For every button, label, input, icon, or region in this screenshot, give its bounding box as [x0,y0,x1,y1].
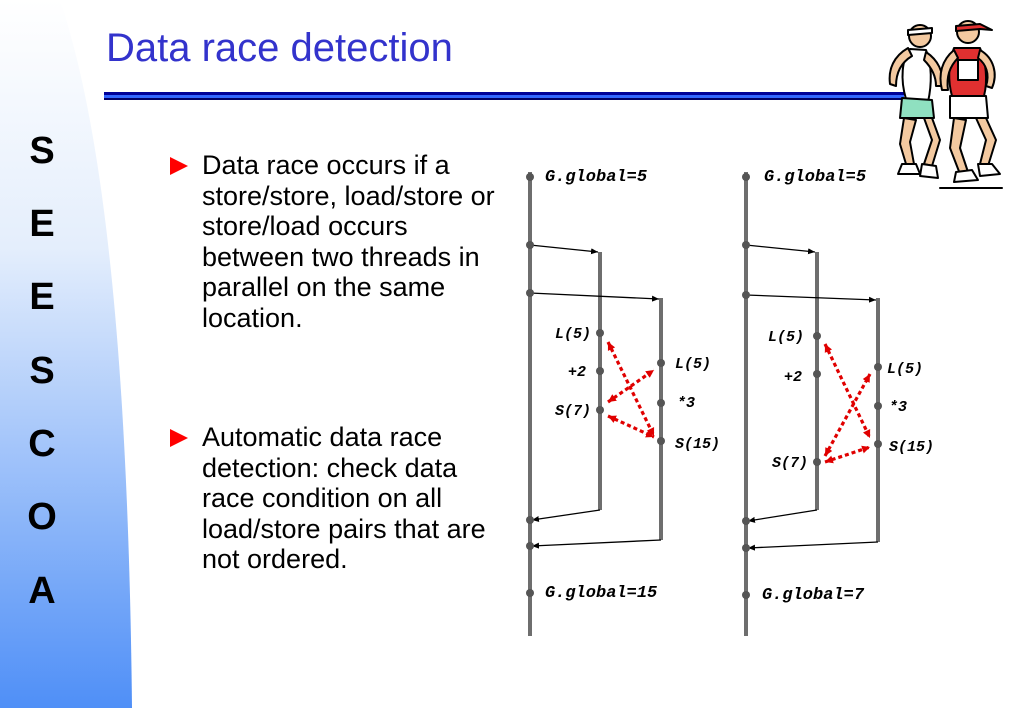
runners-clipart-icon [888,20,1003,189]
op-label: *3 [889,399,907,416]
brand-letter: S [29,130,55,172]
op-label: *3 [677,395,695,412]
fork-arrow [529,292,660,302]
join-arrow [747,541,879,551]
op-label: L(5) [675,356,711,373]
fork-arrow [529,244,599,255]
race-arrow [823,373,872,457]
slide-title: Data race detection [106,26,453,70]
race-arrow [823,343,872,439]
op-label: L(5) [887,361,923,378]
race-arrow [824,445,871,464]
final-value-label: G.global=7 [762,586,865,605]
op-label: +2 [784,369,802,386]
join-arrow [747,509,818,523]
title-underline [104,92,904,100]
op-label: S(15) [675,436,720,453]
race-arrow [607,414,655,439]
bullet-text: Automatic data race detection: check dat… [202,422,486,574]
op-label: L(5) [768,329,804,346]
brand-letter: S [29,350,55,392]
op-label: +2 [568,364,586,381]
bullet-triangle-icon [170,429,188,447]
race-arrow [606,341,656,437]
op-label: S(7) [555,403,591,420]
brand-letter: O [27,496,57,538]
right-diagram: G.global=5 G.global=7 L(5) +2 S(7) L(5) … [742,168,934,636]
join-arrow [531,509,601,522]
left-diagram: G.global=5 G.global=15 L(5) +2 S(7) L(5)… [526,168,720,636]
fork-arrow [745,294,877,303]
fork-arrow [745,244,816,255]
initial-value-label: G.global=5 [764,168,866,187]
bullet-triangle-icon [170,157,188,175]
brand-letter: A [28,570,56,612]
op-label: L(5) [555,326,591,343]
initial-value-label: G.global=5 [545,168,647,187]
op-label: S(15) [889,439,934,456]
brand-letter: C [28,423,56,465]
final-value-label: G.global=15 [545,584,657,603]
bullet-text: Data race occurs if a store/store, load/… [202,150,495,333]
brand-letter: E [29,203,55,245]
op-label: S(7) [772,455,808,472]
join-arrow [531,539,662,549]
race-arrow [607,368,655,404]
brand-letter: E [29,276,55,318]
